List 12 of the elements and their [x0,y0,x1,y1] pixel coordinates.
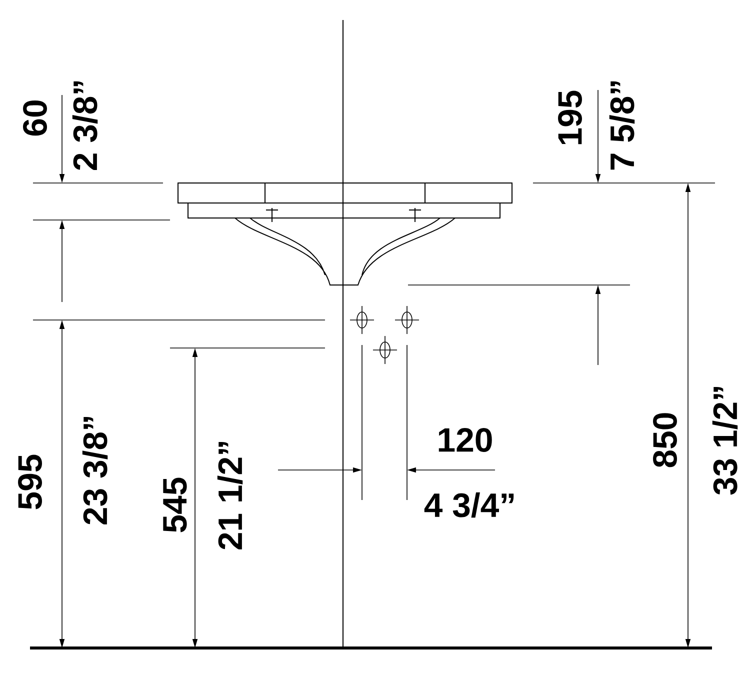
dimension-label: 595 [18,454,42,510]
dimension-label: 2 3/8” [72,81,98,170]
dimension-label: 850 [653,413,677,468]
dimension-label: 195 [558,90,582,144]
dimension-label: 4 3/4” [424,492,514,518]
dimension-label: 33 1/2” [712,387,738,495]
dimension-label: 545 [163,478,187,532]
dimension-label: 120 [438,428,492,452]
dimension-label: 7 5/8” [609,81,635,170]
dimension-label: 21 1/2” [217,442,243,550]
dimension-label: 60 [23,100,47,136]
dimension-label: 23 3/8” [82,417,108,524]
